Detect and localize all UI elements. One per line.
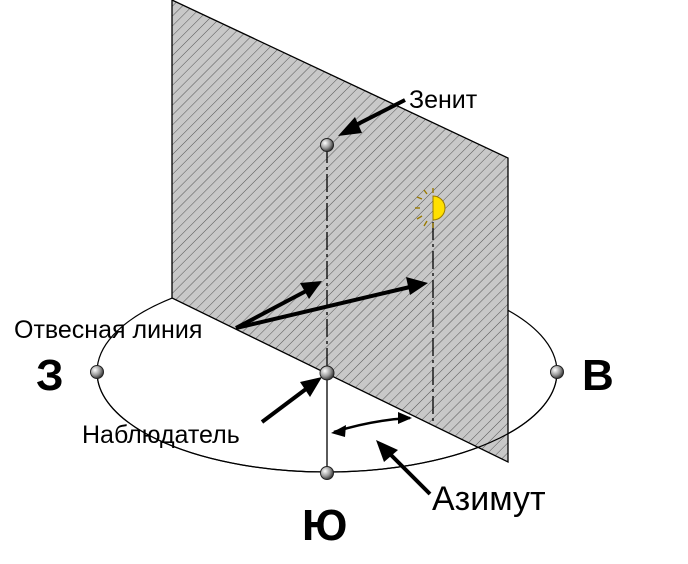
east-point: [550, 365, 564, 379]
azimuth-label: Азимут: [432, 480, 546, 518]
east-label: В: [582, 351, 614, 400]
zenith-label: Зенит: [409, 86, 478, 114]
zenith-point: [320, 138, 334, 152]
observer-label: Наблюдатель: [82, 421, 240, 449]
south-point: [320, 466, 334, 480]
plumb-line-label: Отвесная линия: [14, 316, 202, 344]
sun-icon: [415, 188, 446, 228]
azimuth-arc-arrow: [331, 412, 412, 437]
west-point: [90, 365, 104, 379]
south-label: Ю: [302, 501, 347, 550]
observer-point: [319, 365, 335, 381]
west-label: З: [36, 351, 64, 400]
pointer-arrows: [235, 98, 432, 496]
vertical-plane: [171, 0, 509, 464]
